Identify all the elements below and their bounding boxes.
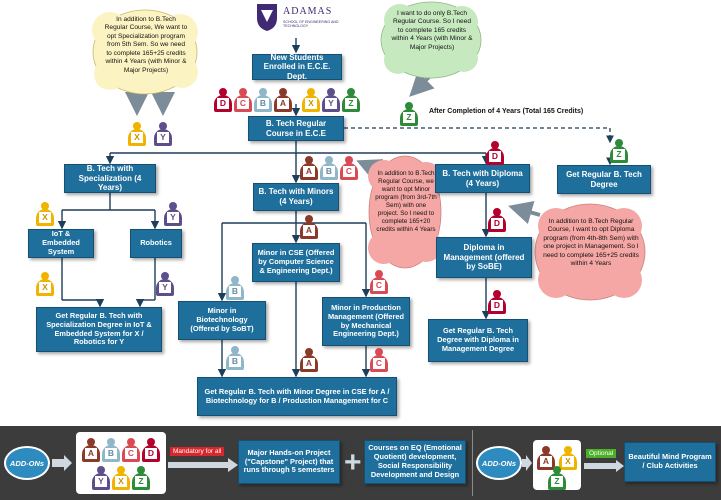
box-spec-degree: Get Regular B. Tech with Specialization … xyxy=(36,307,162,352)
box-capstone: Major Hands-on Project ("Capstone" Proje… xyxy=(238,440,340,484)
addon-label-right: ADD-ONs xyxy=(476,446,522,480)
box-new-students: New Students Enrolled in E.C.E. Dept. xyxy=(252,53,342,81)
cloud-minor-text: In addition to B.Tech Regular Course, we… xyxy=(375,170,437,234)
cloud-specialization-text: In addition to B.Tech Regular Course, We… xyxy=(104,16,188,74)
logo-name: ADAMAS xyxy=(283,6,333,17)
person-z-icon: Z xyxy=(342,88,360,112)
box-mind-program: Beautiful Mind Program / Club Activities xyxy=(624,442,716,482)
box-regular-course: B. Tech Regular Course in E.C.E xyxy=(248,116,344,141)
person-z-icon: Z xyxy=(610,139,628,163)
person-b-icon: B xyxy=(226,276,244,300)
person-c-icon: C xyxy=(340,156,358,180)
person-d-icon: D xyxy=(488,290,506,314)
person-x-icon: X xyxy=(302,88,320,112)
box-minors: B. Tech with Minors (4 Years) xyxy=(253,183,339,211)
person-c-icon: C xyxy=(370,348,388,372)
person-c-icon: C xyxy=(122,438,140,462)
optional-tag: Optional xyxy=(586,449,617,458)
person-d-icon: D xyxy=(488,208,506,232)
person-y-icon: Y xyxy=(92,466,110,490)
person-d-icon: D xyxy=(214,88,232,112)
box-minor-degree: Get Regular B. Tech with Minor Degree in… xyxy=(197,377,397,416)
person-a-icon: A xyxy=(300,215,318,239)
person-b-icon: B xyxy=(102,438,120,462)
addon-arrow-icon xyxy=(522,455,532,471)
person-x-icon: X xyxy=(36,272,54,296)
box-specialization: B. Tech with Specialization (4 Years) xyxy=(64,164,156,193)
person-y-icon: Y xyxy=(156,272,174,296)
person-a-icon: A xyxy=(537,446,555,470)
person-c-icon: C xyxy=(370,270,388,294)
person-x-icon: X xyxy=(559,446,577,470)
logo-subtitle: SCHOOL OF ENGINEERING AND TECHNOLOGY xyxy=(283,20,339,28)
addon-label-left: ADD-ONs xyxy=(4,446,50,480)
cloud-shapes xyxy=(92,1,646,301)
person-b-icon: B xyxy=(254,88,272,112)
optional-arrow-icon xyxy=(584,460,624,472)
box-diploma-mgmt: Diploma in Management (offered by SoBE) xyxy=(436,237,532,278)
box-diploma: B. Tech with Diploma (4 Years) xyxy=(435,164,530,193)
box-courses-eq: Courses on EQ (Emotional Quotient) devel… xyxy=(364,440,466,484)
plus-icon: + xyxy=(344,446,362,479)
person-a-icon: A xyxy=(300,348,318,372)
box-minor-cse: Minor in CSE (Offered by Computer Scienc… xyxy=(252,243,340,282)
person-d-icon: D xyxy=(486,141,504,165)
mandatory-arrow-icon xyxy=(168,458,238,472)
person-a-icon: A xyxy=(82,438,100,462)
addon-divider xyxy=(472,430,473,496)
adamas-shield-icon xyxy=(257,4,277,31)
person-a-icon: A xyxy=(274,88,292,112)
person-z-icon: Z xyxy=(400,102,418,126)
addon-arrow-icon xyxy=(52,455,72,471)
person-b-icon: B xyxy=(320,156,338,180)
person-x-icon: X xyxy=(36,202,54,226)
box-iot: IoT & Embedded System xyxy=(28,229,94,258)
person-c-icon: C xyxy=(234,88,252,112)
person-y-icon: Y xyxy=(322,88,340,112)
box-diploma-degree: Get Regular B. Tech Degree with Diploma … xyxy=(428,319,528,362)
person-d-icon: D xyxy=(142,438,160,462)
box-robotics: Robotics xyxy=(130,229,182,258)
mandatory-tag: Mandatory for all xyxy=(170,447,225,456)
box-minor-prod: Minor in Production Management (Offered … xyxy=(322,297,410,346)
person-x-icon: X xyxy=(112,466,130,490)
cloud-diploma-text: In addition to B.Tech Regular Course, I … xyxy=(543,218,639,268)
person-b-icon: B xyxy=(226,346,244,370)
box-minor-biotech: Minor in Biotechnology (Offered by SoBT) xyxy=(178,301,266,340)
person-z-icon: Z xyxy=(132,466,150,490)
person-y-icon: Y xyxy=(164,202,182,226)
person-z-icon: Z xyxy=(548,466,566,490)
person-x-icon: X xyxy=(128,122,146,146)
person-y-icon: Y xyxy=(154,122,172,146)
person-a-icon: A xyxy=(300,156,318,180)
box-regular-degree: Get Regular B. Tech Degree xyxy=(557,165,651,194)
after-completion-label: After Completion of 4 Years (Total 165 C… xyxy=(429,108,584,115)
cloud-regular-text: I want to do only B.Tech Regular Course.… xyxy=(391,10,473,51)
